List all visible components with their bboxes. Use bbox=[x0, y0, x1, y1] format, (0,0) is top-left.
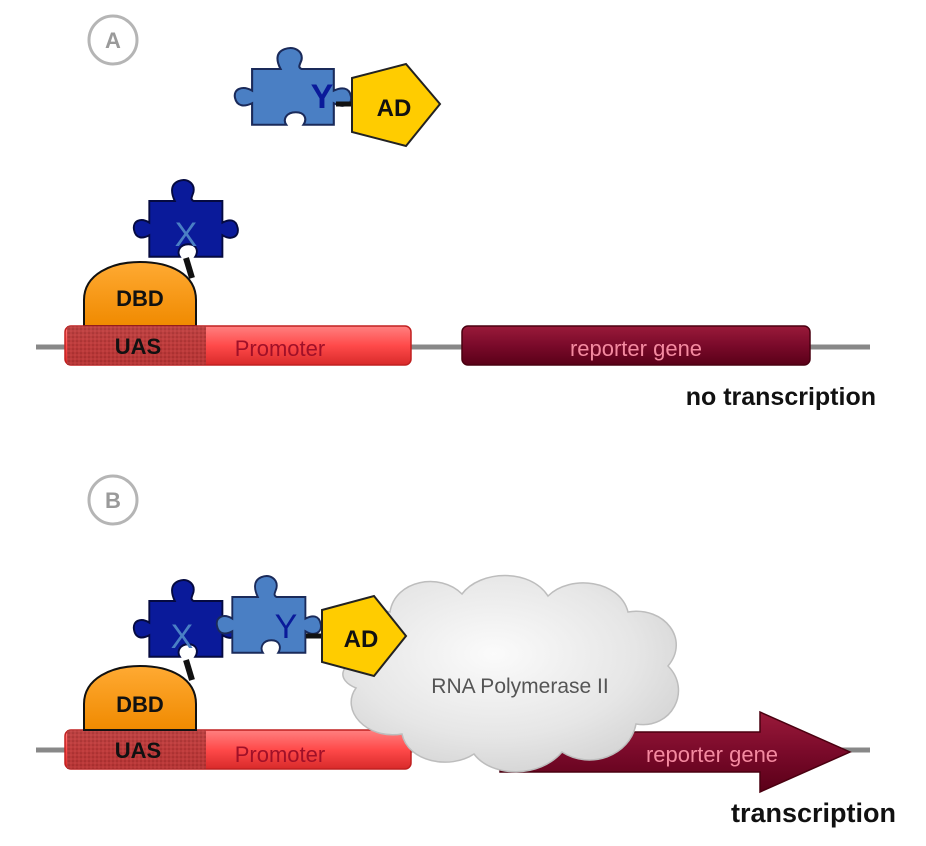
uas-label: UAS bbox=[115, 334, 161, 359]
rna-polymerase-cloud: RNA Polymerase II bbox=[342, 574, 680, 773]
status-text-b: transcription bbox=[731, 798, 896, 828]
linker bbox=[183, 257, 195, 279]
activation-domain-b: AD bbox=[321, 594, 408, 678]
protein-y-free: Y bbox=[233, 47, 353, 126]
polymerase-label: RNA Polymerase II bbox=[431, 675, 608, 698]
promoter-label: Promoter bbox=[235, 336, 325, 361]
status-text-a: no transcription bbox=[686, 383, 876, 411]
dbd-a: DBD bbox=[83, 260, 197, 327]
protein-y-label: Y bbox=[275, 608, 298, 646]
protein-y-complex: Y bbox=[215, 575, 322, 654]
protein-y-label: Y bbox=[311, 78, 334, 116]
dbd-label: DBD bbox=[116, 286, 164, 311]
linker bbox=[183, 659, 195, 681]
activation-domain-a: AD bbox=[351, 62, 442, 148]
ad-label: AD bbox=[377, 95, 412, 122]
ad-label: AD bbox=[344, 626, 379, 653]
protein-x-label: X bbox=[171, 618, 194, 656]
dbd-label: DBD bbox=[116, 692, 164, 717]
protein-x-label: X bbox=[175, 216, 198, 254]
uas-label: UAS bbox=[115, 738, 161, 763]
dbd-b: DBD bbox=[83, 664, 197, 731]
promoter-a: UAS Promoter bbox=[64, 325, 412, 366]
panel-a-badge: A bbox=[87, 14, 139, 66]
panel-b: B UAS Promoter reporter gene RNA Polymer… bbox=[36, 474, 896, 828]
reporter-gene-a: reporter gene bbox=[461, 325, 811, 366]
panel-a: A Y AD X DBD UAS Promoter bbox=[36, 14, 876, 411]
protein-x-complex: X bbox=[132, 579, 239, 658]
reporter-label: reporter gene bbox=[570, 336, 702, 361]
protein-x-bound: X bbox=[132, 179, 239, 258]
promoter-label: Promoter bbox=[235, 742, 325, 767]
panel-b-label: B bbox=[105, 488, 121, 513]
panel-a-label: A bbox=[105, 28, 121, 53]
promoter-b: UAS Promoter bbox=[64, 729, 412, 770]
panel-b-badge: B bbox=[87, 474, 139, 526]
reporter-label: reporter gene bbox=[646, 742, 778, 767]
